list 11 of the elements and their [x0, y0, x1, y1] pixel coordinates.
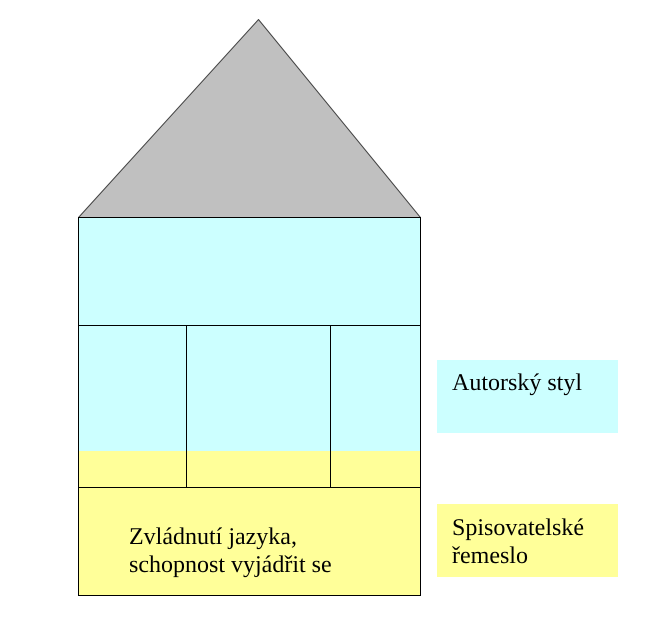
panel-label: Zvládnutí jazyka, schopnost vyjádřit se	[129, 523, 333, 579]
pillar-panel	[78, 325, 187, 488]
pillar-panel	[330, 325, 421, 488]
roof-triangle	[78, 19, 421, 218]
key-panel	[437, 360, 618, 433]
panel-label: Spisovatelské řemeslo	[452, 514, 585, 570]
upper-wall-panel	[78, 217, 421, 326]
panel-label: Autorský styl	[452, 369, 582, 397]
foundation-panel	[78, 487, 421, 596]
key-panel	[437, 504, 618, 577]
pillar-panel	[186, 325, 331, 488]
